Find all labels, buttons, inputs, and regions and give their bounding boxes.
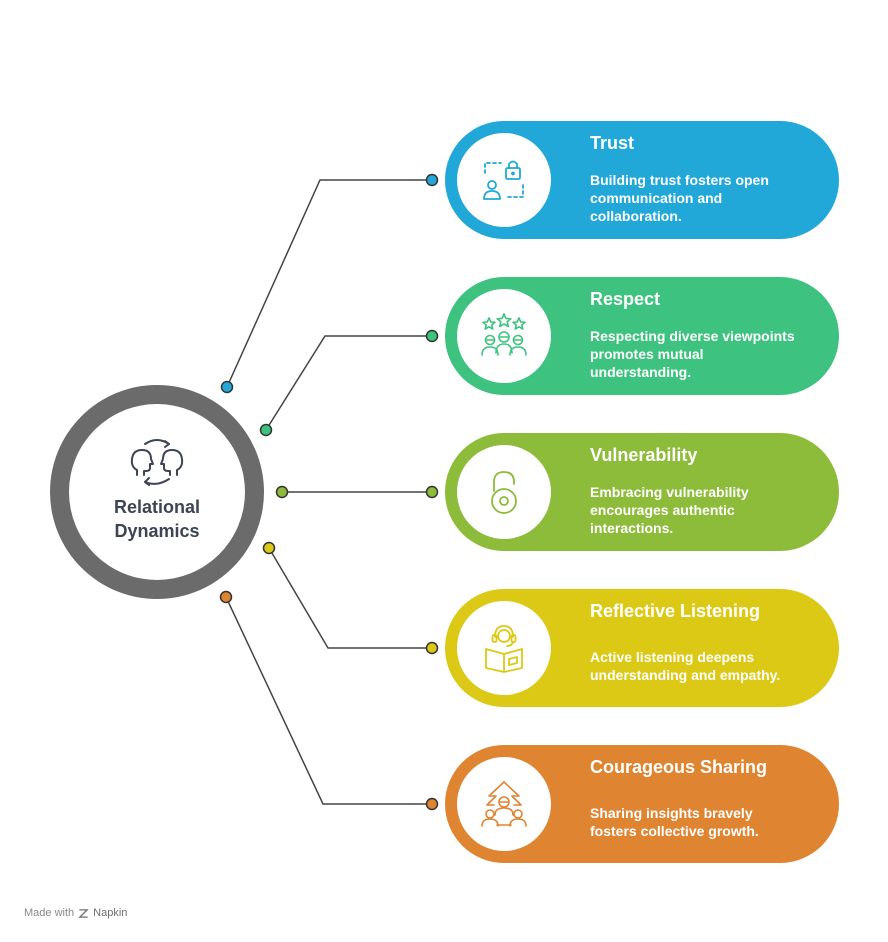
dot-vulnerability-outer — [425, 485, 439, 499]
card-description: Active listening deepens understanding a… — [590, 649, 781, 683]
card-ring — [445, 589, 563, 707]
dot-trust-inner — [220, 380, 234, 394]
hub-title: Relational Dynamics — [113, 497, 201, 541]
footer-prefix: Made with — [24, 907, 75, 919]
growth-team-icon — [481, 781, 527, 827]
icon-disc — [457, 601, 551, 695]
card-ring — [445, 433, 563, 551]
footer-brand: Napkin — [93, 907, 128, 919]
dot-sharing-inner — [219, 590, 233, 604]
dot-sharing-outer — [425, 797, 439, 811]
card-reflective-listening: Reflective Listening Active listening de… — [445, 589, 839, 707]
napkin-logo-icon — [78, 908, 89, 918]
icon-disc — [457, 289, 551, 383]
card-courageous-sharing: Courageous Sharing Sharing insights brav… — [445, 745, 839, 863]
card-trust: Trust Building trust fosters open commun… — [445, 121, 839, 239]
head-exchange-icon — [130, 439, 184, 486]
dot-respect-outer — [425, 329, 439, 343]
card-description: Embracing vulnerability encourages authe… — [590, 484, 749, 536]
dot-vulnerability-inner — [275, 485, 289, 499]
connector-reflective-listening — [268, 547, 432, 649]
listener-book-icon — [485, 625, 523, 673]
card-description: Sharing insights bravely fosters collect… — [590, 805, 759, 839]
stars-people-icon — [481, 313, 527, 356]
card-title: Reflective Listening — [590, 601, 761, 621]
user-lock-icon — [483, 160, 524, 200]
card-title: Trust — [590, 133, 635, 153]
connector-trust — [226, 179, 432, 388]
icon-disc — [457, 133, 551, 227]
icon-disc — [457, 445, 551, 539]
card-title: Respect — [590, 289, 661, 309]
connector-courageous-sharing — [225, 596, 432, 805]
hub-center: Relational Dynamics — [69, 404, 245, 580]
card-respect: Respect Respecting diverse viewpoints pr… — [445, 277, 839, 395]
icon-disc — [457, 757, 551, 851]
card-title: Courageous Sharing — [590, 757, 768, 777]
dot-listening-inner — [262, 541, 276, 555]
open-padlock-icon — [491, 471, 517, 514]
card-ring — [445, 745, 563, 863]
footer-credit[interactable]: Made with Napkin — [24, 907, 127, 919]
card-vulnerability: Vulnerability Embracing vulnerability en… — [445, 433, 839, 551]
dot-listening-outer — [425, 641, 439, 655]
dot-respect-inner — [259, 423, 273, 437]
card-ring — [445, 277, 563, 395]
card-description: Building trust fosters open communicatio… — [590, 172, 769, 224]
card-description: Respecting diverse viewpoints promotes m… — [590, 328, 795, 380]
hub-ring: Relational Dynamics — [50, 385, 264, 599]
connector-respect — [265, 335, 432, 431]
dot-trust-outer — [425, 173, 439, 187]
card-title: Vulnerability — [590, 445, 698, 465]
card-ring — [445, 121, 563, 239]
